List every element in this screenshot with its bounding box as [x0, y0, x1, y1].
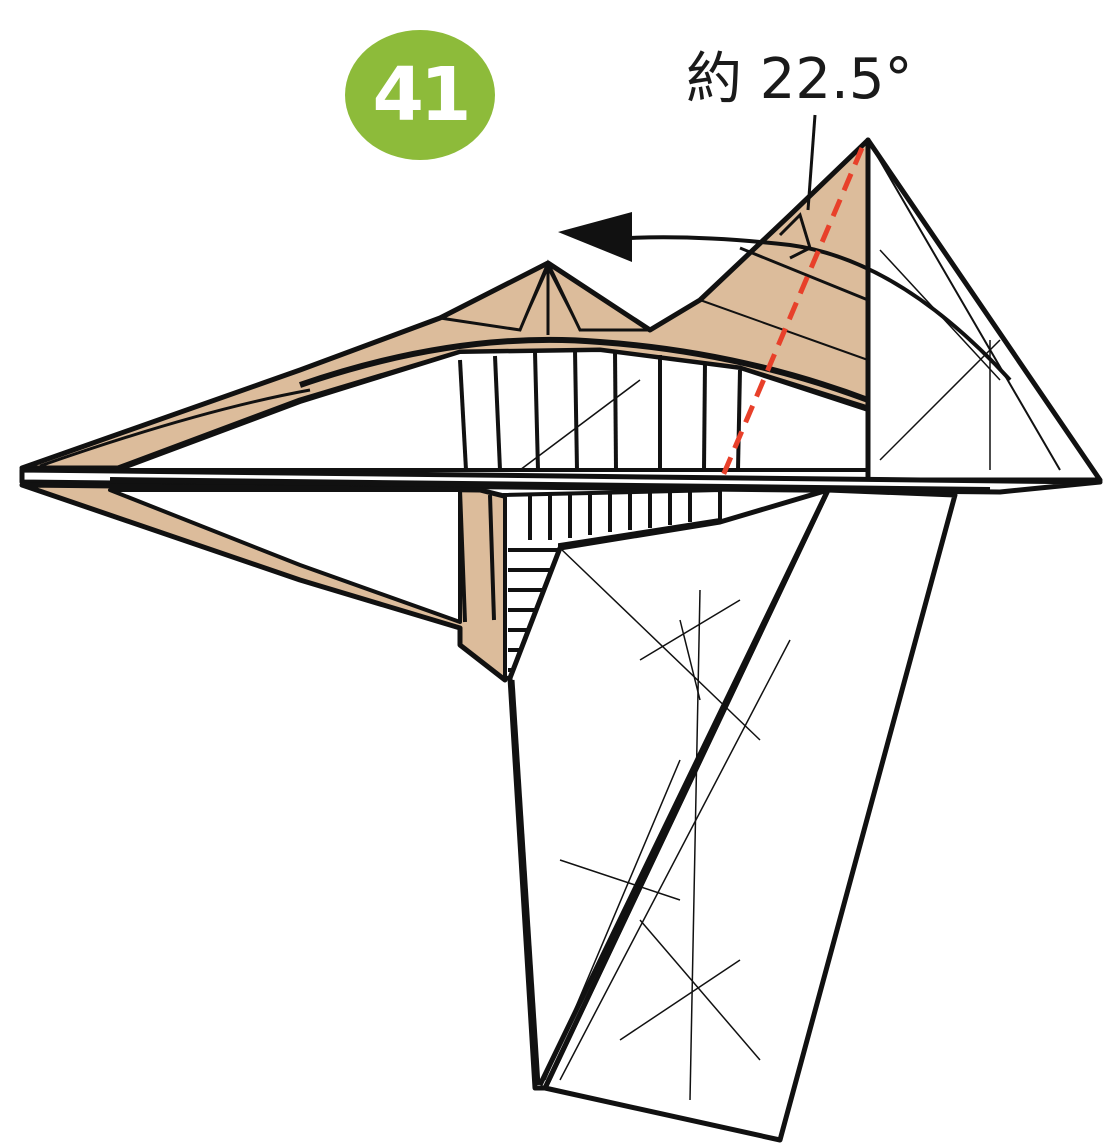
body-flap — [510, 490, 955, 1140]
lower-beak — [22, 485, 520, 680]
right-flap — [868, 140, 1100, 480]
right-flap-triangle — [868, 140, 1100, 480]
lower-beak-inner-white — [110, 490, 460, 622]
upper-beak — [22, 140, 868, 470]
